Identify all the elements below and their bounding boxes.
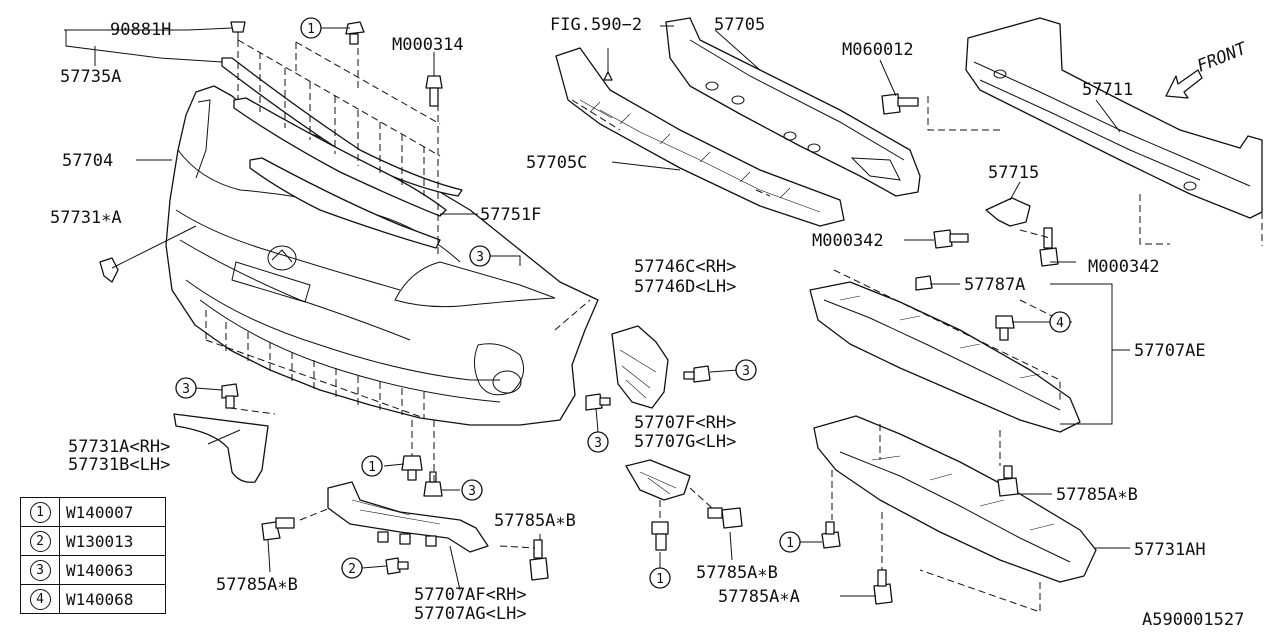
callout-3-center-left: 3: [594, 436, 602, 451]
bolt-m000342-a: [933, 229, 969, 249]
beam-57705: [665, 17, 921, 197]
label-m000314: M000314: [392, 35, 464, 55]
upper-grille: [221, 31, 463, 256]
label-57705: 57705: [714, 15, 765, 35]
clip-side-3: [221, 383, 239, 409]
label-57715: 57715: [988, 163, 1039, 183]
absorber-57705c: [555, 47, 845, 227]
label-57785ab-lower-left: 57785A∗B: [216, 575, 298, 595]
bolt-right-57785ab: [529, 539, 549, 581]
clip-90881h: [230, 21, 246, 42]
label-57785ab-center: 57785A∗B: [696, 563, 778, 583]
callout-3-mid: 3: [476, 250, 484, 265]
legend-number: 2: [29, 531, 51, 552]
label-90881h: 90881H: [110, 20, 171, 40]
label-57746c: 57746C<RH>: [634, 257, 736, 277]
callout-3-lower: 3: [468, 484, 476, 499]
bolt-left-57785ab: [261, 517, 295, 541]
label-57731ah: 57731AH: [1134, 540, 1206, 560]
bumper-face: [165, 85, 599, 426]
lower-bracket-57707af: [327, 481, 489, 553]
bolt-57785aa: [873, 569, 893, 605]
label-57731b-lh: 57731B<LH>: [68, 455, 170, 475]
label-m000342-right: M000342: [1088, 257, 1160, 277]
bolt-57785ab-right: [997, 465, 1019, 497]
label-57704: 57704: [62, 151, 113, 171]
label-57746d: 57746D<LH>: [634, 277, 736, 297]
legend-number: 3: [29, 560, 51, 581]
label-57785aa: 57785A∗A: [718, 587, 800, 607]
callout-circles: 1 3 3 1 3 2 3 3 1 4 1: [175, 17, 1071, 589]
label-57707af: 57707AF<RH>: [414, 585, 527, 605]
legend-row: 1 W140007: [20, 497, 166, 527]
clip-4: [995, 315, 1015, 341]
clip-lower-3: [423, 471, 443, 497]
fastener-legend: 1 W140007 2 W130013 3 W140063 4 W140068: [20, 497, 166, 614]
clip-57787a: [915, 275, 933, 291]
label-57711: 57711: [1082, 80, 1133, 100]
label-57735a: 57735A: [60, 67, 121, 87]
label-57731a-rh: 57731A<RH>: [68, 437, 170, 457]
callout-3-center-right: 3: [742, 364, 750, 379]
label-57707ag: 57707AG<LH>: [414, 604, 527, 624]
bracket-57707f: [625, 459, 691, 501]
label-fig590-2: FIG.590−2: [550, 15, 642, 35]
cover-57707ae: [809, 269, 1081, 433]
label-57707g: 57707G<LH>: [634, 432, 736, 452]
callout-1-lower: 1: [368, 460, 376, 475]
bolt-m000314: [425, 75, 443, 107]
clip-undercover-1: [821, 521, 841, 549]
leader-lines: [64, 25, 1130, 597]
label-57785ab-right: 57785A∗B: [1056, 485, 1138, 505]
part-labels: 90881H 57735A 57704 57731∗A 57751F M0003…: [50, 15, 1251, 630]
legend-code: W140068: [59, 584, 166, 614]
label-57785ab-lower-right: 57785A∗B: [494, 511, 576, 531]
clip-top: [345, 21, 365, 45]
clip-lower-1: [401, 455, 423, 481]
label-57707ae: 57707AE: [1134, 341, 1206, 361]
callout-1-top: 1: [307, 22, 315, 37]
callout-2: 2: [348, 562, 356, 577]
label-m000342-left: M000342: [812, 231, 884, 251]
clip-center-3a: [683, 365, 711, 383]
screw-2: [385, 557, 409, 575]
bolt-m000342-b: [1039, 227, 1059, 267]
callout-1-undercover: 1: [786, 536, 794, 551]
bracket-57746: [611, 325, 669, 409]
callout-3-side: 3: [182, 382, 190, 397]
legend-code: W140007: [59, 497, 166, 527]
reinforcement-57711: [927, 17, 1263, 246]
clip-center-3b: [585, 393, 611, 411]
callout-1-center: 1: [656, 572, 664, 587]
legend-number: 1: [29, 502, 51, 523]
front-arrow: [1165, 69, 1203, 99]
bracket-57731a-star: [99, 257, 119, 283]
label-m060012: M060012: [842, 40, 914, 60]
legend-code: W140063: [59, 555, 166, 585]
callout-4: 4: [1056, 316, 1064, 331]
undercover-57731ah: [813, 415, 1097, 613]
bracket-57715: [985, 197, 1031, 227]
legend-row: 2 W130013: [20, 526, 166, 556]
label-57705c: 57705C: [526, 153, 587, 173]
label-57751f: 57751F: [480, 205, 541, 225]
bolt-center-57785ab: [707, 507, 743, 529]
legend-code: W130013: [59, 526, 166, 556]
front-label: FRONT: [1194, 38, 1251, 76]
label-57707f: 57707F<RH>: [634, 413, 736, 433]
legend-number: 4: [29, 589, 51, 610]
label-57787a: 57787A: [964, 275, 1025, 295]
legend-row: 3 W140063: [20, 555, 166, 585]
clip-center-1: [651, 521, 669, 551]
side-cover: [173, 413, 269, 483]
bolt-m060012: [881, 93, 919, 115]
legend-row: 4 W140068: [20, 584, 166, 614]
label-57731a-star: 57731∗A: [50, 208, 122, 228]
diagram-id: A590001527: [1142, 610, 1244, 630]
